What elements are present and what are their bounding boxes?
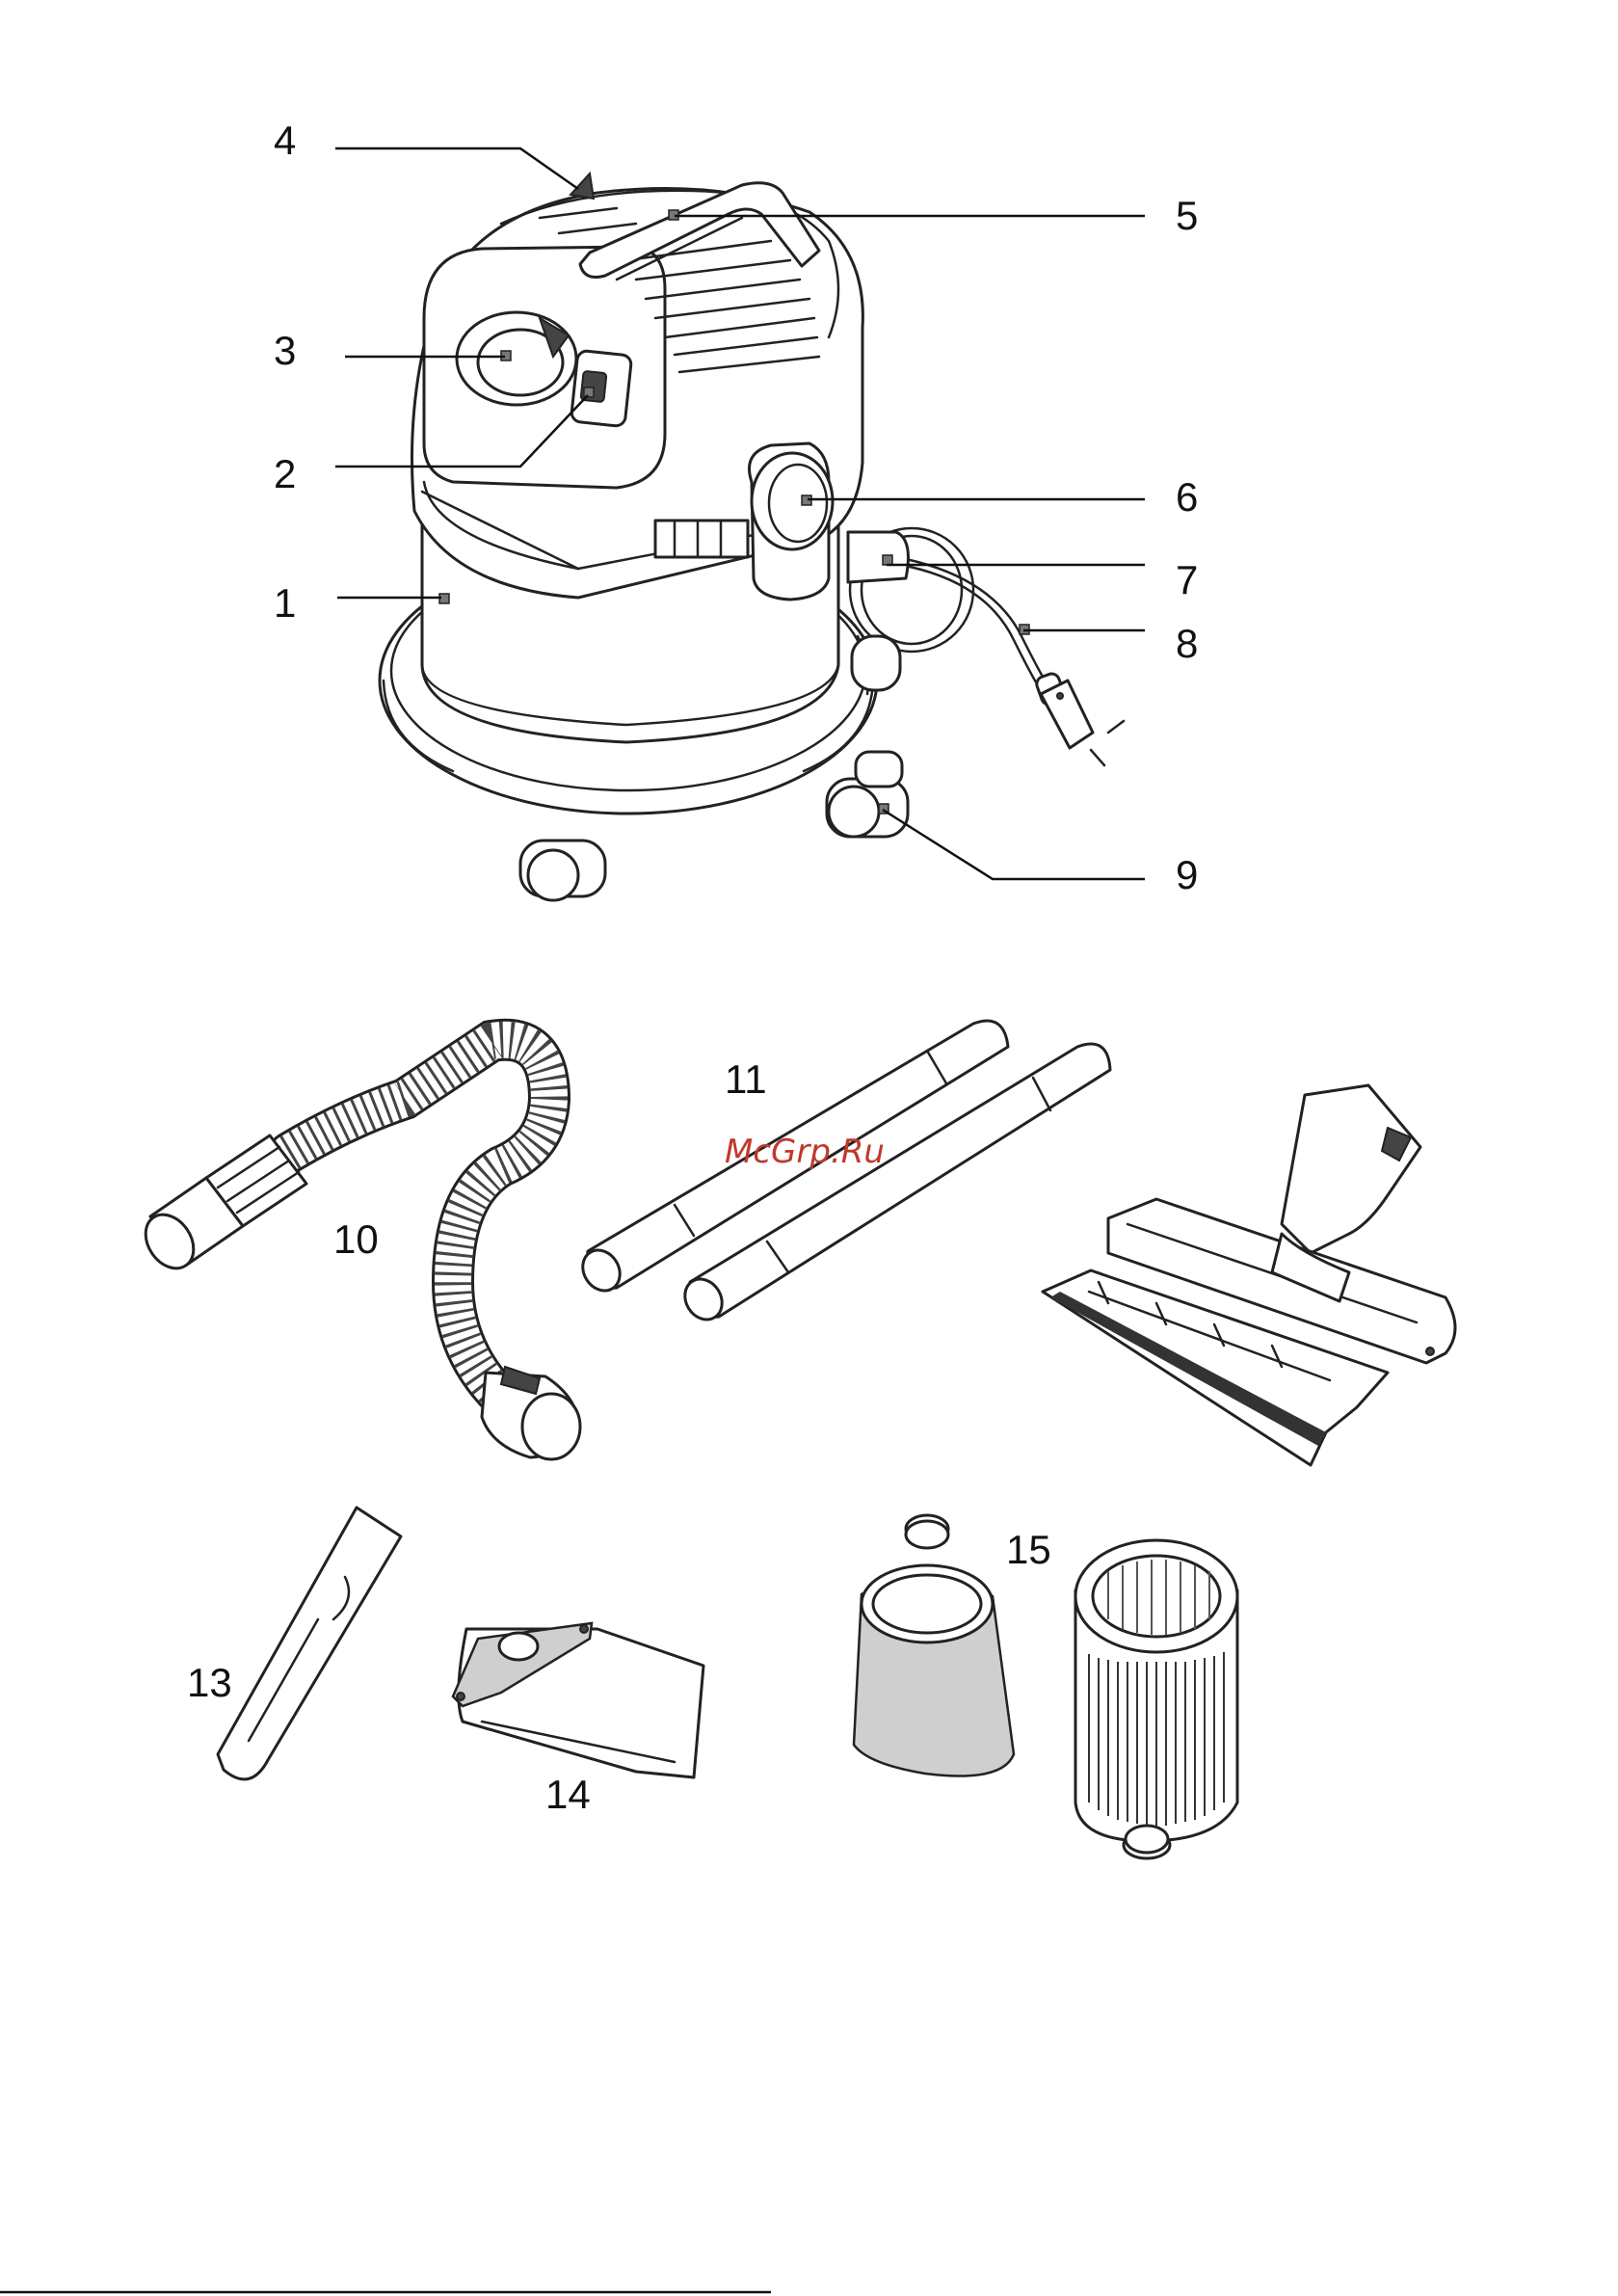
vacuum-cleaner xyxy=(380,174,1124,900)
callout-9: 9 xyxy=(1176,852,1198,897)
filter-bag xyxy=(453,1623,703,1777)
callout-7: 7 xyxy=(1176,557,1198,602)
floor-nozzle xyxy=(1043,1085,1455,1465)
side-latch[interactable] xyxy=(750,443,834,600)
suction-port[interactable] xyxy=(457,312,576,405)
callout-14: 14 xyxy=(545,1772,591,1817)
callout-6: 6 xyxy=(1176,474,1198,520)
marker-7 xyxy=(883,555,892,565)
callout-8: 8 xyxy=(1176,621,1198,666)
callout-2: 2 xyxy=(274,451,296,496)
vent-slots xyxy=(655,521,748,557)
callout-3: 3 xyxy=(274,328,296,373)
cord-hook xyxy=(848,532,908,690)
callout-5: 5 xyxy=(1176,193,1198,238)
power-switch[interactable] xyxy=(570,350,631,426)
castor-front xyxy=(520,841,605,900)
callout-15: 15 xyxy=(1006,1527,1051,1572)
callout-4: 4 xyxy=(274,118,296,163)
watermark: McGrp.Ru xyxy=(725,1133,885,1171)
crevice-nozzle xyxy=(218,1508,401,1779)
callout-10: 10 xyxy=(333,1216,379,1262)
cartridge-filter xyxy=(1075,1540,1237,1858)
foam-filter xyxy=(854,1515,1014,1776)
callout-13: 13 xyxy=(187,1660,232,1705)
callout-11: 11 xyxy=(725,1056,767,1102)
extension-tubes xyxy=(575,1021,1110,1326)
callout-1: 1 xyxy=(274,580,296,626)
castor-back xyxy=(856,752,902,787)
